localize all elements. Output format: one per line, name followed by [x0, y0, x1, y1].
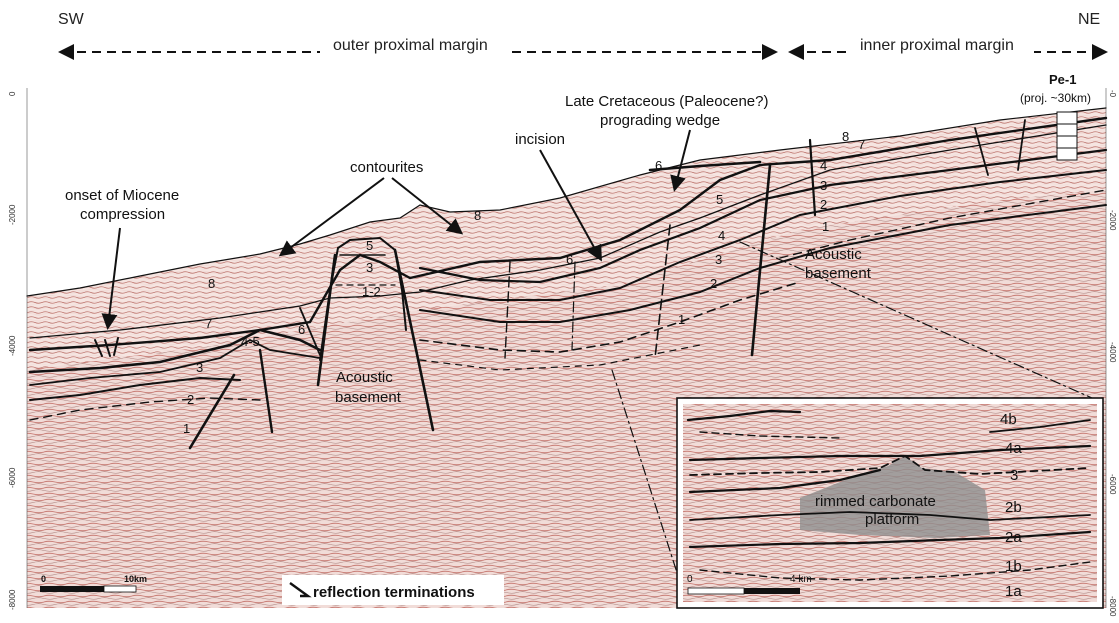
unit-label: 3 — [196, 360, 203, 375]
right-tick-0: -0 — [1108, 90, 1117, 98]
inset-label-4b: 4b — [1000, 411, 1017, 428]
unit-label: 7 — [858, 137, 865, 152]
unit-label: 2 — [187, 392, 194, 407]
unit-label: 6 — [655, 158, 662, 173]
right-depth-axis: -0 -2000 -4000 -6000 -8000 — [1108, 90, 1117, 617]
prograding-wedge-label: prograding wedge — [600, 112, 720, 129]
unit-label: 3 — [715, 252, 722, 267]
inset-label-4a: 4a — [1005, 440, 1022, 457]
legend-label: reflection terminations — [313, 584, 475, 601]
right-tick-8000: -8000 — [1108, 596, 1117, 617]
acoustic-basement-label-a: Acoustic — [336, 369, 393, 386]
unit-label: 8 — [208, 276, 215, 291]
acoustic-basement-label-b: basement — [335, 389, 402, 406]
late-cretaceous-label: Late Cretaceous (Paleocene?) — [565, 93, 768, 110]
unit-label: 1 — [822, 219, 829, 234]
unit-label: 4 — [718, 228, 725, 243]
incision-label: incision — [515, 131, 565, 148]
inner-margin-label: inner proximal margin — [860, 37, 1014, 54]
unit-label: 2 — [710, 276, 717, 291]
unit-label: 4 — [820, 158, 827, 173]
unit-label: 4-5 — [241, 334, 260, 349]
sw-label: SW — [58, 11, 85, 28]
left-tick-4000: -4000 — [8, 335, 17, 356]
unit-label: 1 — [678, 312, 685, 327]
well-name: Pe-1 — [1049, 72, 1076, 87]
scale-start: 0 — [41, 574, 46, 584]
left-tick-6000: -6000 — [8, 467, 17, 488]
acoustic-basement-right-label-a: Acoustic — [805, 246, 862, 263]
unit-label: 5 — [366, 238, 373, 253]
unit-label: 6 — [566, 252, 573, 267]
unit-label: 1-2 — [362, 284, 381, 299]
unit-label: 3 — [820, 178, 827, 193]
right-tick-4000: -4000 — [1108, 342, 1117, 363]
unit-label: 2 — [820, 197, 827, 212]
unit-label: 8 — [474, 208, 481, 223]
left-depth-axis: 0 -2000 -4000 -6000 -8000 — [8, 91, 17, 610]
platform-label-line2: platform — [865, 511, 919, 528]
well-note: (proj. ~30km) — [1020, 91, 1091, 105]
inset-scale-end: 4 km — [790, 574, 812, 585]
acoustic-basement-right-label-b: basement — [805, 265, 872, 282]
inset-label-1a: 1a — [1005, 583, 1022, 600]
unit-label: 5 — [716, 192, 723, 207]
inset-panel: 4b 4a 3 2b 2a 1b 1a rimmed carbonate pla… — [677, 398, 1103, 608]
onset-miocene-label: onset of Miocene — [65, 187, 179, 204]
left-tick-0: 0 — [8, 91, 17, 96]
inset-label-2a: 2a — [1005, 529, 1022, 546]
ne-label: NE — [1078, 11, 1100, 28]
right-tick-2000: -2000 — [1108, 210, 1117, 231]
unit-label: 1 — [183, 421, 190, 436]
left-tick-8000: -8000 — [8, 589, 17, 610]
unit-label: 6 — [298, 322, 305, 337]
scale-end: 10km — [124, 574, 147, 584]
right-tick-6000: -6000 — [1108, 474, 1117, 495]
outer-margin-label: outer proximal margin — [333, 37, 488, 54]
compression-label: compression — [80, 206, 165, 223]
unit-label: 7 — [205, 316, 212, 331]
platform-label-line1: rimmed carbonate — [815, 493, 936, 510]
unit-label: 8 — [842, 129, 849, 144]
inset-scale-start: 0 — [687, 574, 693, 585]
unit-label: 3 — [366, 260, 373, 275]
inset-label-2b: 2b — [1005, 499, 1022, 516]
inset-label-1b: 1b — [1005, 558, 1022, 575]
inset-label-3: 3 — [1010, 467, 1018, 484]
contourites-label: contourites — [350, 159, 423, 176]
legend: reflection terminations — [282, 575, 504, 605]
left-tick-2000: -2000 — [8, 204, 17, 225]
